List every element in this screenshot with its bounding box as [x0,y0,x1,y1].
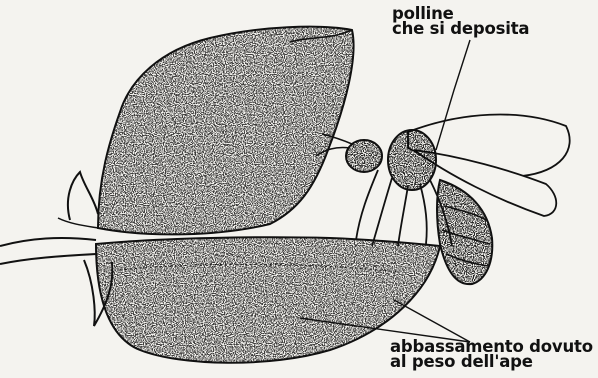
lower-petal [96,237,440,363]
pollen-label-line2: che si deposita [392,21,529,36]
lowering-label: abbassamento dovuto al peso dell'ape [390,339,593,369]
upper-petal [98,27,354,235]
lowering-label-line2: al peso dell'ape [390,354,593,369]
pollen-deposit-label: polline che si deposita [392,6,529,36]
